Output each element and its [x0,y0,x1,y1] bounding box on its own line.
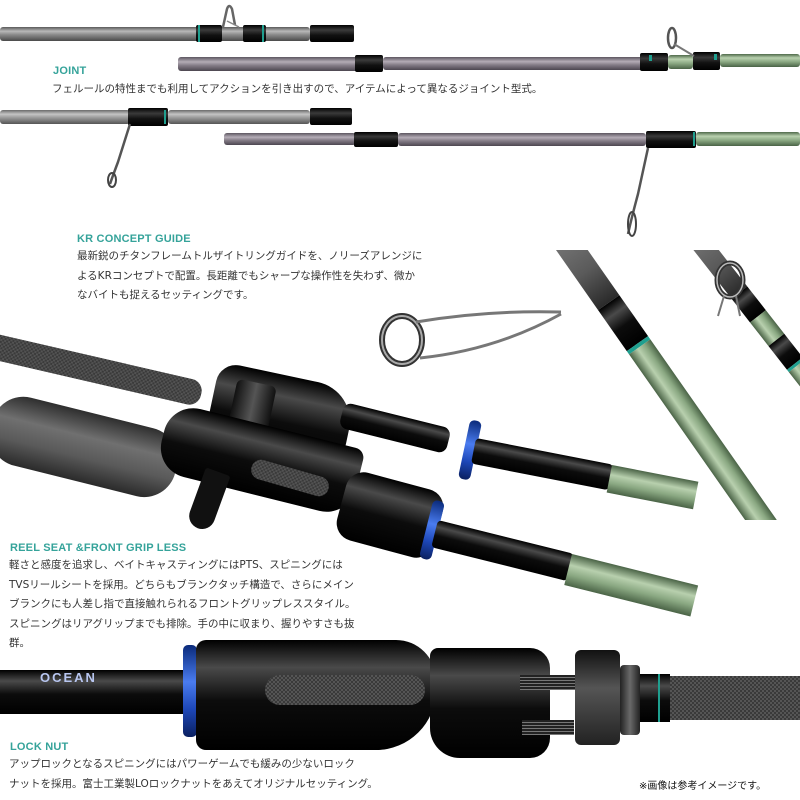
ferrule-end [310,25,354,42]
seat-carbon-insert [265,675,425,705]
guide-wrap [693,52,720,70]
section-heading-reel-seat: REEL SEAT &FRONT GRIP LESS [10,542,187,554]
guide-icon [666,26,695,57]
ocean-logo: OCEAN [40,670,97,685]
thread-accent [164,110,166,124]
joint-photo [0,0,800,240]
guide-wrap [640,53,668,71]
guide-wrap [646,131,696,148]
guide-icon [221,4,240,28]
text-line: ブランクにも人差し指で直接触れられるフロントグリップレススタイル。 [9,598,356,610]
thread-accent [198,25,200,42]
text-line: TVSリールシートを採用。どちらもブランクタッチ構造で、さらにメイン [9,578,354,591]
ring-guide-icon [379,310,562,367]
section-heading-joint: JOINT [53,65,87,77]
thread-accent [262,25,264,42]
section-text-joint: フェルールの特性までも利用してアクションを引き出すので、アイテムによって異なるジ… [52,80,542,100]
seat-carbon-insert [338,402,452,454]
section-text-kr-guide: 最新鋭のチタンフレームトルザイトリングガイドを、ノリーズアレンジに よるKRコン… [77,247,422,306]
thread-accent [714,54,717,60]
rod-blank-green [668,55,693,69]
thread-accent [693,132,695,146]
ferrule-wrap [354,132,398,147]
rod-blank [398,133,646,146]
ferrule-end [310,108,352,125]
section-text-reel-seat: 軽さと感度を追求し、ベイトキャスティングにはPTS、スピニングには TVSリール… [9,556,356,654]
text-line: スピニングはリアグリップまでも排除。手の中に収まり、握りやすさも抜 [9,617,355,630]
foam-rear-grip [0,390,185,504]
lock-nut-blue-ring [183,645,197,737]
image-disclaimer: ※画像は参考イメージです。 [639,781,767,792]
lock-nut [575,650,620,745]
rod-blank-black [431,520,574,582]
rod-blank [0,110,130,124]
thread-accent [658,674,660,722]
lock-nut-collar [620,665,640,735]
text-line: 最新鋭のチタンフレームトルザイトリングガイドを、ノリーズアレンジに [77,250,423,262]
text-line: 群。 [9,637,30,649]
section-heading-lock-nut: LOCK NUT [10,741,69,753]
text-line: アップロックとなるスピニングにはパワーゲームでも緩みの少ないロック [9,758,355,770]
rod-blank-green [696,132,800,146]
ferrule-wrap [355,55,383,72]
rod-blank-green [606,465,699,510]
carbon-blank [670,676,800,720]
grip-ridges [522,720,574,735]
rod-blank [0,27,310,41]
section-text-lock-nut: アップロックとなるスピニングにはパワーゲームでも緩みの少ないロック ナットを採用… [9,755,378,794]
winding-check [640,674,670,722]
rod-blank-black [471,438,614,491]
carbon-blank [0,330,205,408]
guide-wrap [196,25,222,42]
text-line: 軽さと感度を追求し、ベイトキャスティングにはPTS、スピニングには [9,559,343,571]
rod-blank [168,110,310,124]
rod-blank-green [720,54,800,67]
text-line: なバイトも捉えるセッティングです。 [77,289,254,301]
rod-blank-black [0,670,190,714]
ring-guide-icon [714,260,746,317]
rod-blank-green [564,554,699,617]
guide-wrap [243,25,266,42]
rod-blank [178,57,360,71]
grip-ridges [520,675,575,690]
text-line: フェルールの特性までも利用してアクションを引き出すので、アイテムによって異なるジ… [52,83,543,95]
guide-icon [107,123,132,188]
section-heading-kr-guide: KR CONCEPT GUIDE [77,233,191,245]
rod-blank [383,57,643,70]
rod-blank [224,133,356,145]
guide-wrap [128,108,168,126]
text-line: ナットを採用。富士工業製LOロックナットをあえてオリジナルセッティング。 [9,777,378,790]
reel-seat-hood [430,648,550,758]
lock-nut-photo: OCEAN [0,630,800,760]
text-line: よるKRコンセプトで配置。長距離でもシャープな操作性を失わず、微か [77,269,415,282]
thread-accent [649,55,652,61]
guide-photo [340,250,800,520]
guide-icon [626,147,650,237]
